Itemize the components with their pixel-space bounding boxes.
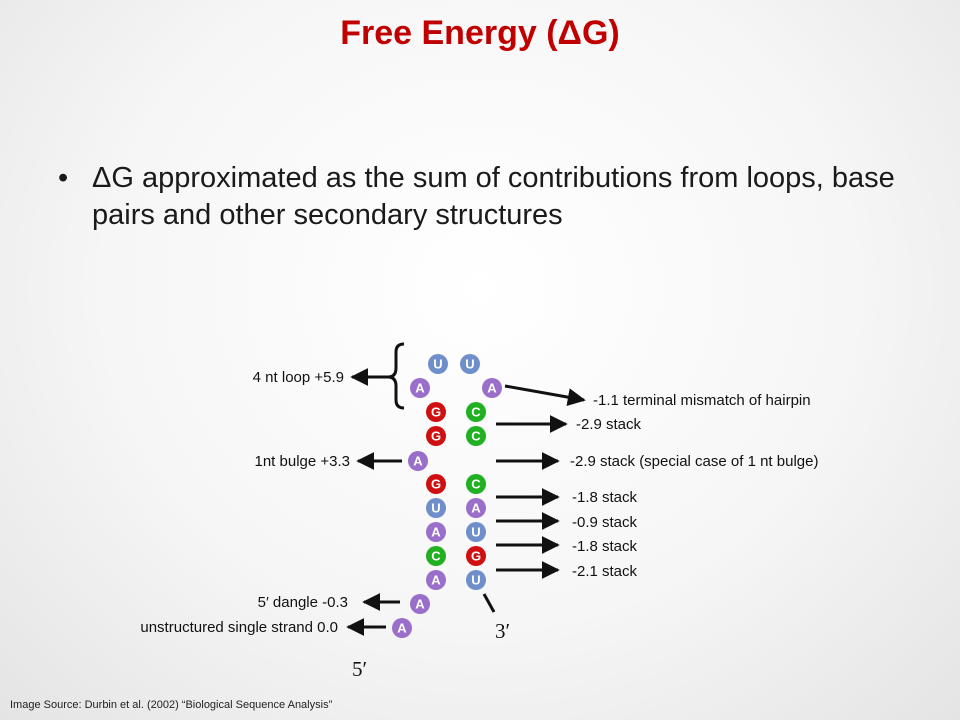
nucleotide-pair1-right: C [466,402,486,422]
terminal-mismatch-arrow [504,384,586,407]
bulge-label: 1nt bulge +3.3 [254,453,350,470]
nucleotide-circle [460,354,480,374]
stack4-label: -1.8 stack [572,538,638,555]
nucleotide-letter: A [397,621,407,636]
nucleotide-letter: C [431,549,441,564]
nucleotide-circle [408,451,428,471]
nucleotide-circle [482,378,502,398]
nucleotide-pair5-right: U [466,522,486,542]
nucleotide-loop-u1: U [428,354,448,374]
nucleotide-letter: A [415,381,425,396]
nucleotide-letter: A [413,454,423,469]
nucleotide-circle [466,546,486,566]
nucleotide-circle [466,522,486,542]
nucleotide-letter: A [487,381,497,396]
stack1-label: -2.9 stack [576,416,642,433]
nucleotide-pair4-left: U [426,498,446,518]
nucleotide-pair2-left: G [426,426,446,446]
slide-title: Free Energy (ΔG) [340,14,620,52]
nucleotide-circle [466,498,486,518]
nucleotide-letter: A [415,597,425,612]
nucleotide-letter: A [431,573,441,588]
nucleotide-circle [428,354,448,374]
stack2-label: -1.8 stack [572,489,638,506]
image-source-caption: Image Source: Durbin et al. (2002) “Biol… [10,699,333,711]
nucleotide-circle [410,378,430,398]
nucleotide-circle [426,402,446,422]
nucleotide-pair3-left: G [426,474,446,494]
nucleotide-loop-u2: U [460,354,480,374]
nucleotide-circle [466,474,486,494]
nucleotide-circle [426,474,446,494]
nucleotide-single-strand: A [392,618,412,638]
bullet-marker: • [58,162,69,194]
nucleotide-circle [466,426,486,446]
nucleotide-circle [466,570,486,590]
nucleotide-loop-a2: A [482,378,502,398]
nucleotide-circle [426,546,446,566]
single-strand-label: unstructured single strand 0.0 [140,619,338,636]
five-prime-end-label: 5′ [352,657,367,681]
nucleotide-pair6-right: G [466,546,486,566]
nucleotide-circle [410,594,430,614]
dangle-label: 5′ dangle -0.3 [258,594,348,611]
nucleotide-circle [426,498,446,518]
nucleotide-letter: G [431,429,441,444]
nucleotide-circle [392,618,412,638]
bullet-text: ΔG approximated as the sum of contributi… [92,162,895,231]
nucleotide-pair1-left: G [426,402,446,422]
nucleotide-letter: C [471,429,481,444]
nucleotide-bulge: A [408,451,428,471]
nucleotide-circle [426,570,446,590]
nucleotide-letter: U [431,501,440,516]
nucleotide-circle [426,522,446,542]
nucleotide-circle [466,402,486,422]
nucleotide-pair5-left: A [426,522,446,542]
energy-arrows [346,368,586,636]
loop-bracket [387,342,405,410]
nucleotide-pair2-right: C [466,426,486,446]
bulge-stack-label: -2.9 stack (special case of 1 nt bulge) [570,453,818,470]
nucleotide-letter: U [465,357,474,372]
three-prime-tail-line [482,593,496,613]
nucleotide-loop-a1: A [410,378,430,398]
nucleotide-pair4-right: A [466,498,486,518]
nucleotide-letter: A [431,525,441,540]
nucleotide-letter: G [471,549,481,564]
nucleotide-letter: A [471,501,481,516]
loop-label: 4 nt loop +5.9 [253,369,344,386]
three-prime-end-label: 3′ [495,619,510,643]
nucleotide-dangle: A [410,594,430,614]
stack3-label: -0.9 stack [572,514,638,531]
nucleotide-pair3-right: C [466,474,486,494]
nucleotide-letter: U [433,357,442,372]
nucleotide-pair7-left: A [426,570,446,590]
nucleotide-pair6-left: C [426,546,446,566]
nucleotide-letter: U [471,525,480,540]
nucleotide-letter: G [431,405,441,420]
nucleotide-letter: U [471,573,480,588]
nucleotide-pair7-right: U [466,570,486,590]
nucleotide-letter: C [471,405,481,420]
stack5-label: -2.1 stack [572,563,638,580]
terminal-mismatch-label: -1.1 terminal mismatch of hairpin [593,392,811,409]
bullet-point: • ΔG approximated as the sum of contribu… [58,160,908,234]
nucleotide-circle [426,426,446,446]
nucleotide-letter: G [431,477,441,492]
nucleotide-letter: C [471,477,481,492]
